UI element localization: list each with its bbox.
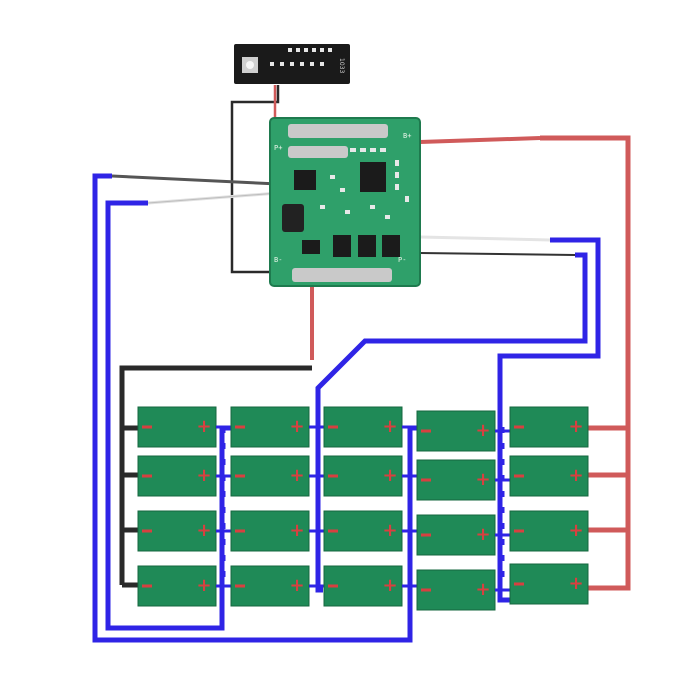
red-positive-bus: [540, 135, 631, 591]
black-negative-bus: [119, 365, 312, 588]
white-right-wire: [419, 235, 551, 242]
battery-cell: +: [509, 455, 589, 497]
led-header-pins: [270, 48, 332, 66]
battery-cell: +: [416, 514, 496, 556]
nickel-strip-mid: [288, 146, 348, 158]
bms-ic-chip: [360, 162, 386, 192]
battery-cell: +: [230, 406, 310, 448]
battery-cell: +: [230, 565, 310, 607]
battery-cell: +: [509, 406, 589, 448]
cell-positive-terminal: +: [382, 416, 397, 437]
battery-cell: +: [416, 410, 496, 452]
battery-cell-grid: + + + + + + + + + + + + + + + + + + + +: [137, 406, 589, 611]
nickel-strip-bottom: [292, 268, 392, 282]
cell-positive-terminal: +: [382, 465, 397, 486]
battery-cell: +: [137, 406, 217, 448]
battery-cell: +: [323, 406, 403, 448]
bms-label-p-plus: P+: [274, 144, 282, 152]
cell-positive-terminal: +: [475, 524, 490, 545]
cell-positive-terminal: +: [568, 465, 583, 486]
battery-cell: +: [137, 455, 217, 497]
battery-cell: +: [230, 510, 310, 552]
blue-center-feed-wire: [315, 252, 588, 593]
cell-positive-terminal: +: [568, 573, 583, 594]
black-led-wire: [230, 85, 285, 274]
battery-cell: +: [137, 510, 217, 552]
red-positive-wire: [419, 136, 541, 144]
bms-mosfet-1: [333, 235, 351, 257]
led-indicator-icon: [246, 61, 254, 69]
cell-positive-terminal: +: [196, 465, 211, 486]
battery-cell: +: [323, 455, 403, 497]
cell-positive-terminal: +: [382, 575, 397, 596]
battery-cell: +: [323, 510, 403, 552]
cell-positive-terminal: +: [196, 416, 211, 437]
cell-positive-terminal: +: [568, 416, 583, 437]
cell-positive-terminal: +: [475, 579, 490, 600]
bms-label-b-plus: B+: [403, 132, 411, 140]
battery-cell: +: [416, 569, 496, 611]
nickel-strip-top: [288, 124, 388, 138]
grey-balance-wire: [111, 174, 279, 186]
bms-label-b-minus: B-: [274, 256, 282, 264]
battery-cell: +: [323, 565, 403, 607]
bms-label-p-minus: P-: [398, 256, 406, 264]
cell-positive-terminal: +: [382, 520, 397, 541]
bms-mosfet-3: [382, 235, 400, 257]
battery-cell: +: [230, 455, 310, 497]
cell-positive-terminal: +: [475, 469, 490, 490]
cell-positive-terminal: +: [289, 465, 304, 486]
battery-cell: +: [416, 459, 496, 501]
cell-positive-terminal: +: [289, 520, 304, 541]
bms-mosfet-2: [358, 235, 376, 257]
bms-diode: [302, 240, 320, 254]
dark-right-wire: [419, 252, 576, 256]
battery-cell: +: [137, 565, 217, 607]
cell-positive-terminal: +: [475, 420, 490, 441]
cell-positive-terminal: +: [289, 575, 304, 596]
cell-positive-terminal: +: [289, 416, 304, 437]
bms-smd-components: [320, 148, 409, 219]
blue-middle-feed-wire: [497, 237, 601, 603]
led-board-label: 1033: [338, 58, 345, 73]
cell-positive-terminal: +: [196, 575, 211, 596]
led-indicator-board: 1033: [234, 44, 350, 84]
cell-positive-terminal: +: [196, 520, 211, 541]
battery-cell: +: [509, 563, 589, 605]
bms-capacitor: [282, 204, 304, 232]
cell-positive-terminal: +: [568, 520, 583, 541]
white-balance-wire-2: [147, 192, 279, 204]
bms-board: P+ B+ B- P-: [269, 117, 421, 287]
battery-cell: +: [509, 510, 589, 552]
bms-transistor-1: [294, 170, 316, 190]
